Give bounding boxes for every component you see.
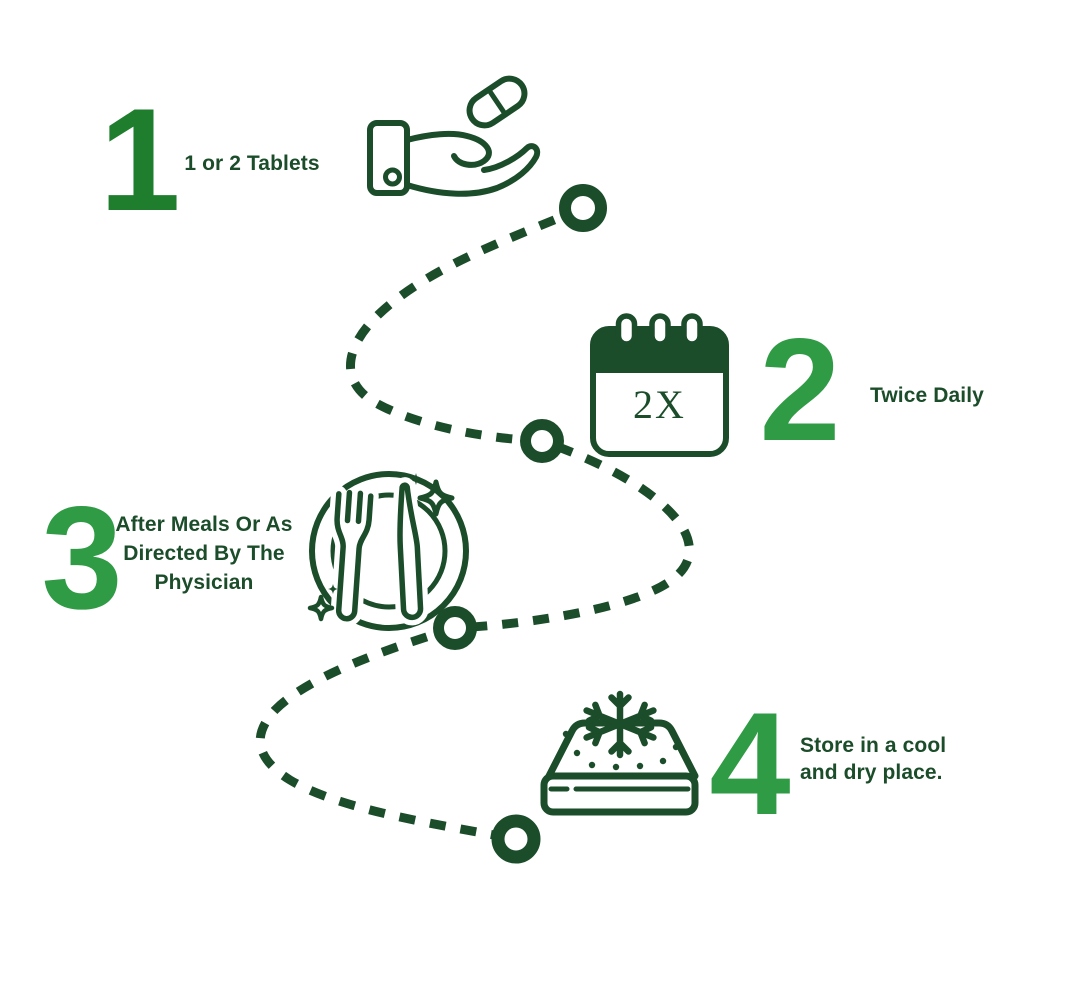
capsule-pill-icon — [466, 75, 528, 129]
step-4-label: Store in a cool and dry place. — [800, 732, 946, 786]
step-3-number: 3 — [41, 476, 122, 639]
step-3-label: After Meals Or As Directed By The Physic… — [110, 510, 298, 597]
plate-and-cutlery-icon — [307, 471, 469, 631]
step-3-label-line-3: Physician — [154, 571, 254, 594]
sparkle-icon — [328, 584, 338, 594]
knife-icon — [391, 477, 429, 626]
route-node-3 — [433, 606, 477, 650]
snowflake-icon — [583, 690, 657, 759]
sparkle-icon — [410, 473, 422, 485]
hand-top-contour — [404, 130, 492, 168]
sleeve — [367, 120, 410, 196]
step-4-number: 4 — [709, 682, 790, 845]
route-node-1 — [559, 184, 607, 232]
calendar-ring — [615, 313, 638, 347]
step-3-label-line-2: Directed By The — [123, 542, 285, 565]
calendar-ring — [649, 313, 671, 347]
hand-bottom-contour — [404, 143, 541, 197]
plate-inner-rim — [330, 492, 448, 610]
step-4-label-line-2: and dry place. — [800, 761, 943, 784]
sparkle-icon — [417, 479, 455, 517]
calendar-icon — [590, 313, 729, 457]
step-1-number: 1 — [99, 78, 180, 241]
step-4-label-line-1: Store in a cool — [800, 734, 947, 757]
step-1-label: 1 or 2 Tablets — [184, 152, 320, 175]
route-node-4 — [491, 814, 541, 864]
route-nodes — [433, 184, 607, 864]
step-3-label-line-1: After Meals Or As — [115, 513, 293, 536]
cool-storage-snowflake-icon — [540, 690, 699, 816]
sparkle-icon — [307, 594, 335, 622]
step-2-number: 2 — [759, 308, 840, 471]
sleeve-button — [383, 167, 402, 187]
route-node-2 — [520, 419, 564, 463]
dashed-route-path — [255, 203, 694, 844]
plate-outer-rim — [309, 471, 469, 631]
fork-icon — [329, 485, 379, 627]
hand-offering-capsule-icon — [367, 75, 541, 197]
step-2-label: Twice Daily — [870, 384, 984, 407]
calendar-ring — [681, 313, 703, 347]
calendar-frequency-text: 2X — [633, 382, 686, 427]
